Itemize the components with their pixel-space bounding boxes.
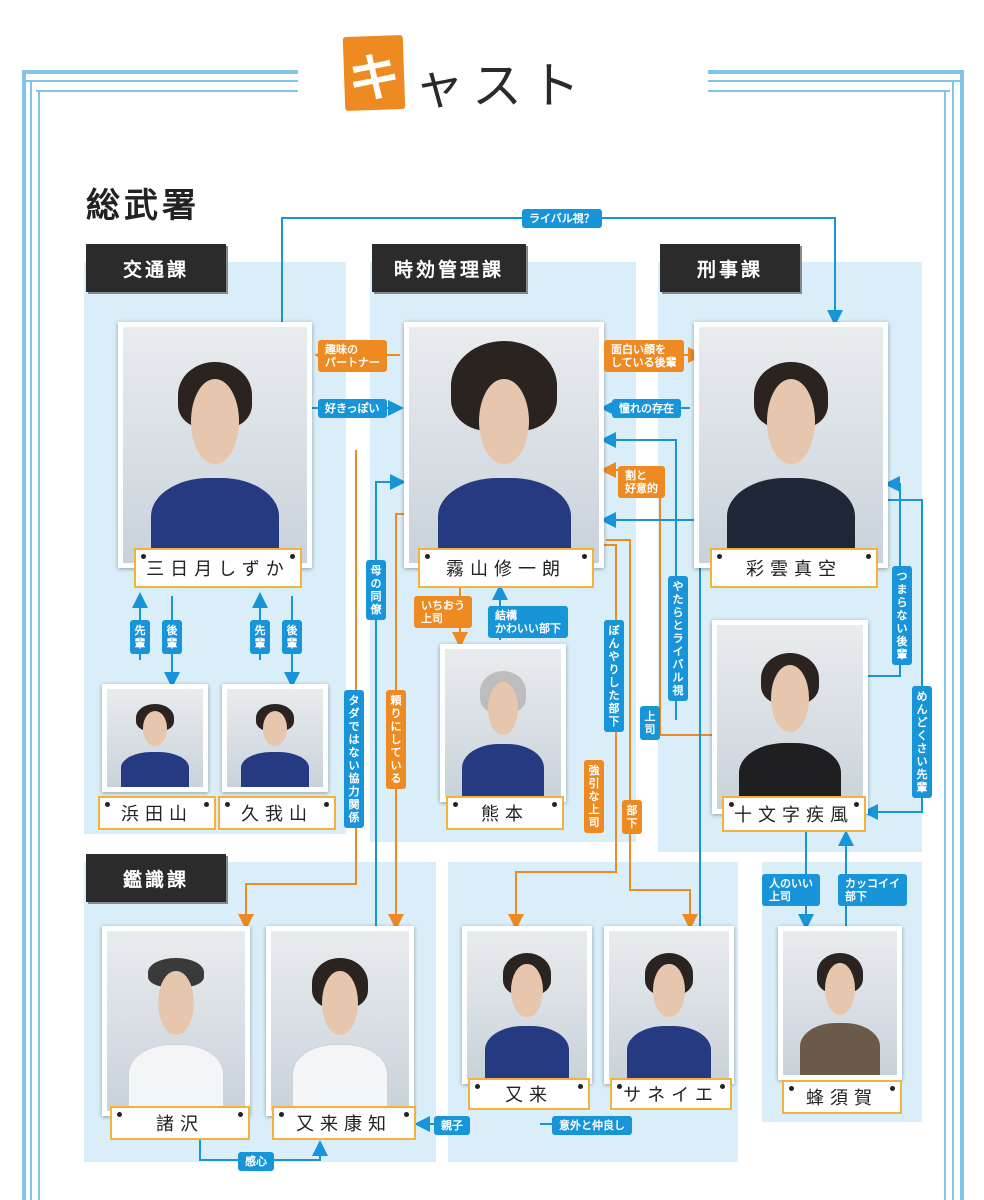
nameplate-jumonji: 十文字疾風 (722, 796, 866, 832)
photo-kiriyama (404, 322, 604, 568)
label-annoying-senpai: めんどくさい先輩 (912, 686, 932, 798)
photo-hamadayama (102, 684, 208, 792)
label-nice-boss: 人のいい 上司 (762, 874, 820, 906)
nameplate-mataki: 又来 (468, 1078, 590, 1110)
label-senpai-1: 先輩 (130, 620, 150, 654)
label-rivalry: やたらとライバル視 (668, 576, 688, 701)
label-subordinate: 部下 (622, 800, 642, 834)
label-vague-sub: ぼんやりした部下 (604, 620, 624, 732)
photo-morosawa (102, 926, 250, 1116)
label-boss-sortof: いちおう 上司 (414, 596, 472, 628)
label-cool-sub: カッコイイ 部下 (838, 874, 907, 906)
nameplate-kiriyama: 霧山修一朗 (418, 548, 594, 588)
label-seems-like: 好きっぽい (318, 399, 387, 418)
label-kohai-1: 後輩 (162, 620, 182, 654)
label-impressed: 感心 (238, 1152, 274, 1171)
photo-kumamoto (440, 644, 566, 802)
label-cute-sub: 結構 かわいい部下 (488, 606, 568, 638)
nameplate-sanei: サネイエ (610, 1078, 732, 1110)
label-funny-face: 面白い顔を している後輩 (604, 340, 684, 372)
nameplate-morosawa: 諸沢 (110, 1106, 250, 1140)
photo-sanei (604, 926, 734, 1084)
photo-hachisuka (778, 926, 902, 1080)
label-hobby-partner: 趣味の パートナー (318, 340, 387, 372)
photo-kugayama (222, 684, 328, 792)
label-relying: 頼りにしている (386, 690, 406, 789)
label-kind-of-fond: 割と 好意的 (618, 466, 665, 498)
label-boring-kohai: つまらない後輩 (892, 566, 912, 665)
nameplate-matakiyasu: 又来康知 (272, 1106, 416, 1140)
photo-mikazuki (118, 322, 312, 568)
photo-matakiyasu (266, 926, 414, 1116)
photo-saiun (694, 322, 888, 568)
nameplate-mikazuki: 三日月しずか (134, 548, 302, 588)
label-pushy-boss: 強引な上司 (584, 760, 604, 833)
nameplate-hachisuka: 蜂須賀 (782, 1080, 902, 1114)
label-mothers-colleague: 母の同僚 (366, 560, 386, 620)
label-admired: 憧れの存在 (612, 399, 681, 418)
label-kohai-2: 後輩 (282, 620, 302, 654)
label-parent-child: 親子 (434, 1116, 470, 1135)
label-rival: ライバル視？ (522, 209, 602, 228)
nameplate-kugayama: 久我山 (218, 796, 336, 830)
photo-mataki (462, 926, 592, 1084)
label-senpai-2: 先輩 (250, 620, 270, 654)
nameplate-kumamoto: 熊本 (446, 796, 564, 830)
label-boss: 上司 (640, 706, 660, 740)
nameplate-hamadayama: 浜田山 (98, 796, 216, 830)
photo-jumonji (712, 620, 868, 814)
label-surprisingly-close: 意外と仲良し (552, 1116, 632, 1135)
nameplate-saiun: 彩雲真空 (710, 548, 878, 588)
label-free-cooperation: タダではない協力関係 (344, 690, 364, 828)
